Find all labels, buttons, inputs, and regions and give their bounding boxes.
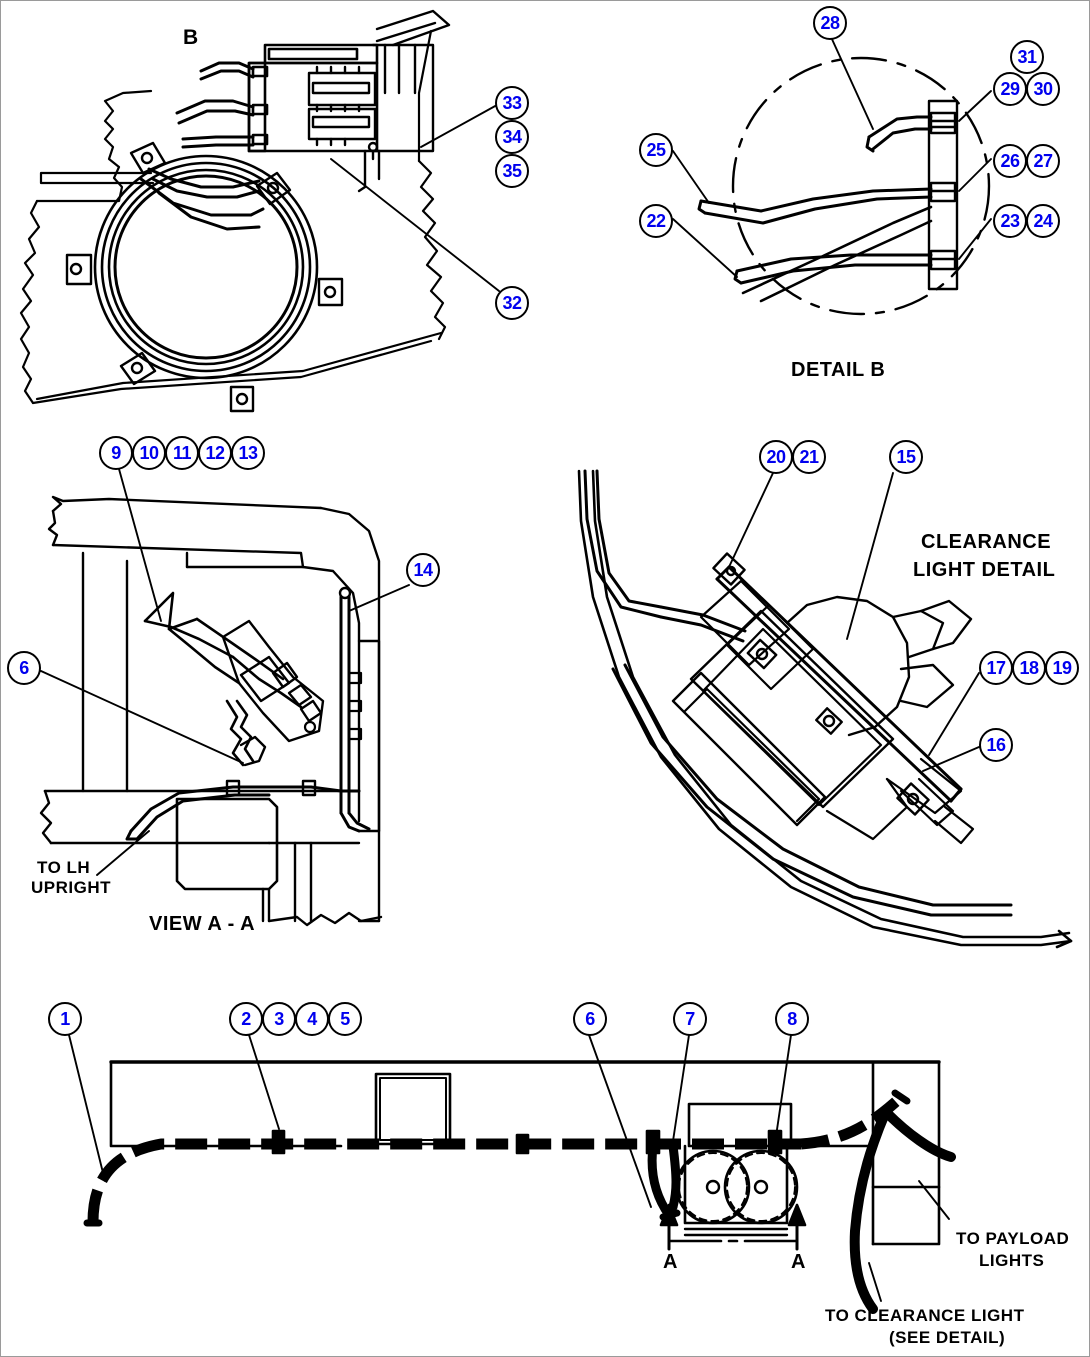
clearance-light-detail-drawing — [577, 469, 1073, 949]
to-payload-lights-l2: LIGHTS — [979, 1251, 1045, 1270]
tank-assembly-drawing — [19, 9, 451, 413]
view-a-a-drawing — [39, 495, 383, 927]
view-a-a-title: VIEW A - A — [149, 913, 256, 935]
balloon-item-4[interactable]: 4 — [295, 1002, 329, 1036]
balloon-item-24[interactable]: 24 — [1026, 204, 1060, 238]
balloon-item-8[interactable]: 8 — [775, 1002, 809, 1036]
to-payload-lights-l1: TO PAYLOAD — [956, 1229, 1070, 1248]
balloon-item-29[interactable]: 29 — [993, 72, 1027, 106]
balloon-item-15[interactable]: 15 — [889, 440, 923, 474]
to-lh-upright-l1: TO LH — [37, 858, 91, 877]
balloon-item-30[interactable]: 30 — [1026, 72, 1060, 106]
balloon-item-21[interactable]: 21 — [792, 440, 826, 474]
balloon-item-23[interactable]: 23 — [993, 204, 1027, 238]
balloon-item-6[interactable]: 6 — [7, 651, 41, 685]
balloon-item-17[interactable]: 17 — [979, 651, 1013, 685]
balloon-item-27[interactable]: 27 — [1026, 144, 1060, 178]
detail-b-title: DETAIL B — [791, 359, 886, 381]
balloon-item-31[interactable]: 31 — [1010, 40, 1044, 74]
balloon-item-18[interactable]: 18 — [1012, 651, 1046, 685]
balloon-item-20[interactable]: 20 — [759, 440, 793, 474]
section-marker-b: B — [183, 26, 199, 49]
balloon-item-19[interactable]: 19 — [1045, 651, 1079, 685]
balloon-item-32[interactable]: 32 — [495, 286, 529, 320]
section-letter-a-left: A — [663, 1251, 678, 1273]
leader-lines — [40, 36, 992, 1302]
detail-b-drawing — [697, 56, 991, 316]
main-assembly-drawing — [83, 1060, 956, 1314]
to-lh-upright-l2: UPRIGHT — [31, 878, 111, 897]
balloon-item-25[interactable]: 25 — [639, 133, 673, 167]
balloon-item-3[interactable]: 3 — [262, 1002, 296, 1036]
section-letter-a-right: A — [791, 1251, 806, 1273]
to-clearance-light-l2: (SEE DETAIL) — [889, 1328, 1006, 1347]
balloon-item-11[interactable]: 11 — [165, 436, 199, 470]
balloon-item-22[interactable]: 22 — [639, 204, 673, 238]
balloon-item-13[interactable]: 13 — [231, 436, 265, 470]
balloon-item-33[interactable]: 33 — [495, 86, 529, 120]
balloon-item-16[interactable]: 16 — [979, 728, 1013, 762]
balloon-item-2[interactable]: 2 — [229, 1002, 263, 1036]
balloon-item-10[interactable]: 10 — [132, 436, 166, 470]
balloon-item-12[interactable]: 12 — [198, 436, 232, 470]
balloon-item-7[interactable]: 7 — [673, 1002, 707, 1036]
balloon-item-14[interactable]: 14 — [406, 553, 440, 587]
balloon-item-26[interactable]: 26 — [993, 144, 1027, 178]
balloon-item-9[interactable]: 9 — [99, 436, 133, 470]
balloon-item-6[interactable]: 6 — [573, 1002, 607, 1036]
balloon-item-34[interactable]: 34 — [495, 120, 529, 154]
balloon-item-35[interactable]: 35 — [495, 154, 529, 188]
balloon-item-1[interactable]: 1 — [48, 1002, 82, 1036]
to-clearance-light-l1: TO CLEARANCE LIGHT — [825, 1306, 1025, 1325]
clearance-light-l2: LIGHT DETAIL — [913, 559, 1056, 581]
balloon-item-5[interactable]: 5 — [328, 1002, 362, 1036]
balloon-item-28[interactable]: 28 — [813, 6, 847, 40]
clearance-light-l1: CLEARANCE — [921, 531, 1052, 553]
